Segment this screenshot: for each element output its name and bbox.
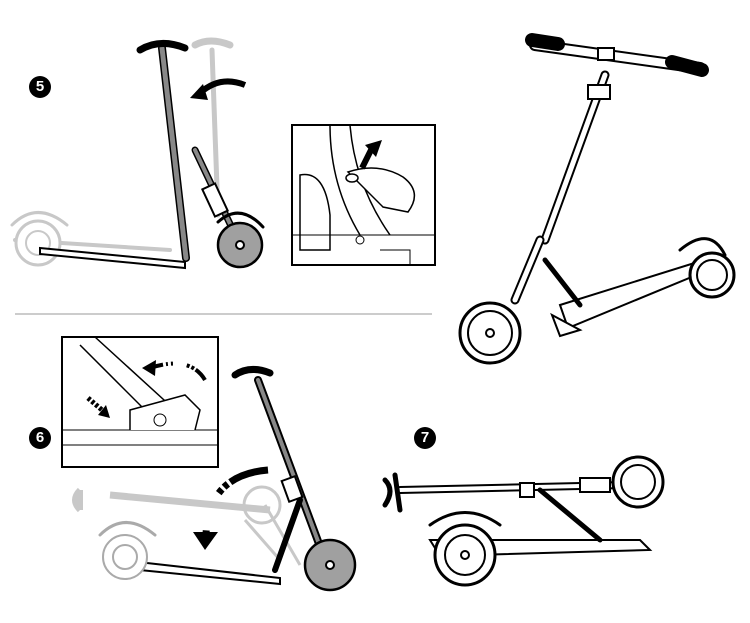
step5-detail-inset <box>291 124 436 266</box>
folded-scooter <box>382 455 665 587</box>
step-number-badge: 6 <box>29 427 51 449</box>
step6-scooter <box>98 366 357 592</box>
step5-scooter <box>39 40 265 270</box>
step6-ghost-scooter <box>72 485 302 566</box>
step-number-badge: 7 <box>414 427 436 449</box>
fold-arrow-icon <box>197 78 247 96</box>
step6-detail-inset <box>61 336 219 468</box>
unfolded-scooter <box>458 33 736 365</box>
fold-down-arrowhead-icon <box>193 532 218 550</box>
rotate-arrow-icon <box>149 361 207 382</box>
push-arrow-icon <box>359 146 375 170</box>
fold-down-arrow-icon <box>202 466 269 536</box>
step-number-badge: 5 <box>29 76 51 98</box>
push-arrow-icon <box>86 396 104 412</box>
fold-arrowhead-icon <box>190 84 208 100</box>
